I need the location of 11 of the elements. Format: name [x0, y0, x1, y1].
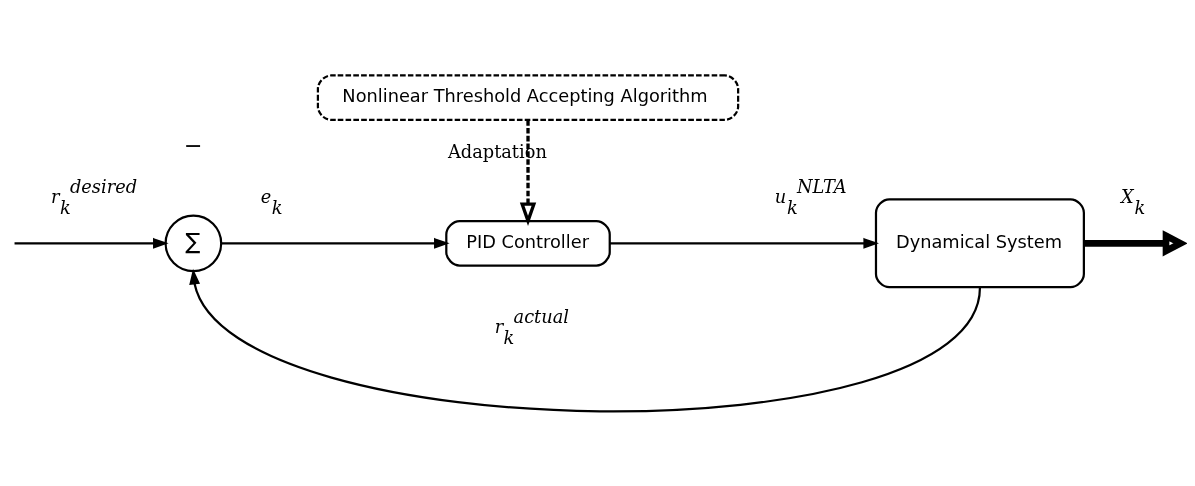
node-box: PID Controller: [445, 219, 611, 267]
arrow: [1084, 229, 1187, 256]
node-box: Nonlinear Threshold Accepting Algorithm: [316, 73, 740, 121]
arrow: [14, 237, 169, 249]
label: −: [183, 131, 203, 158]
node-box: Dynamical System: [874, 197, 1085, 288]
node-circle: ∑: [164, 213, 223, 272]
arrow: [519, 119, 537, 226]
arrow: [221, 237, 450, 249]
edge-label: Adaptation: [447, 140, 547, 162]
arrow: [610, 237, 879, 249]
